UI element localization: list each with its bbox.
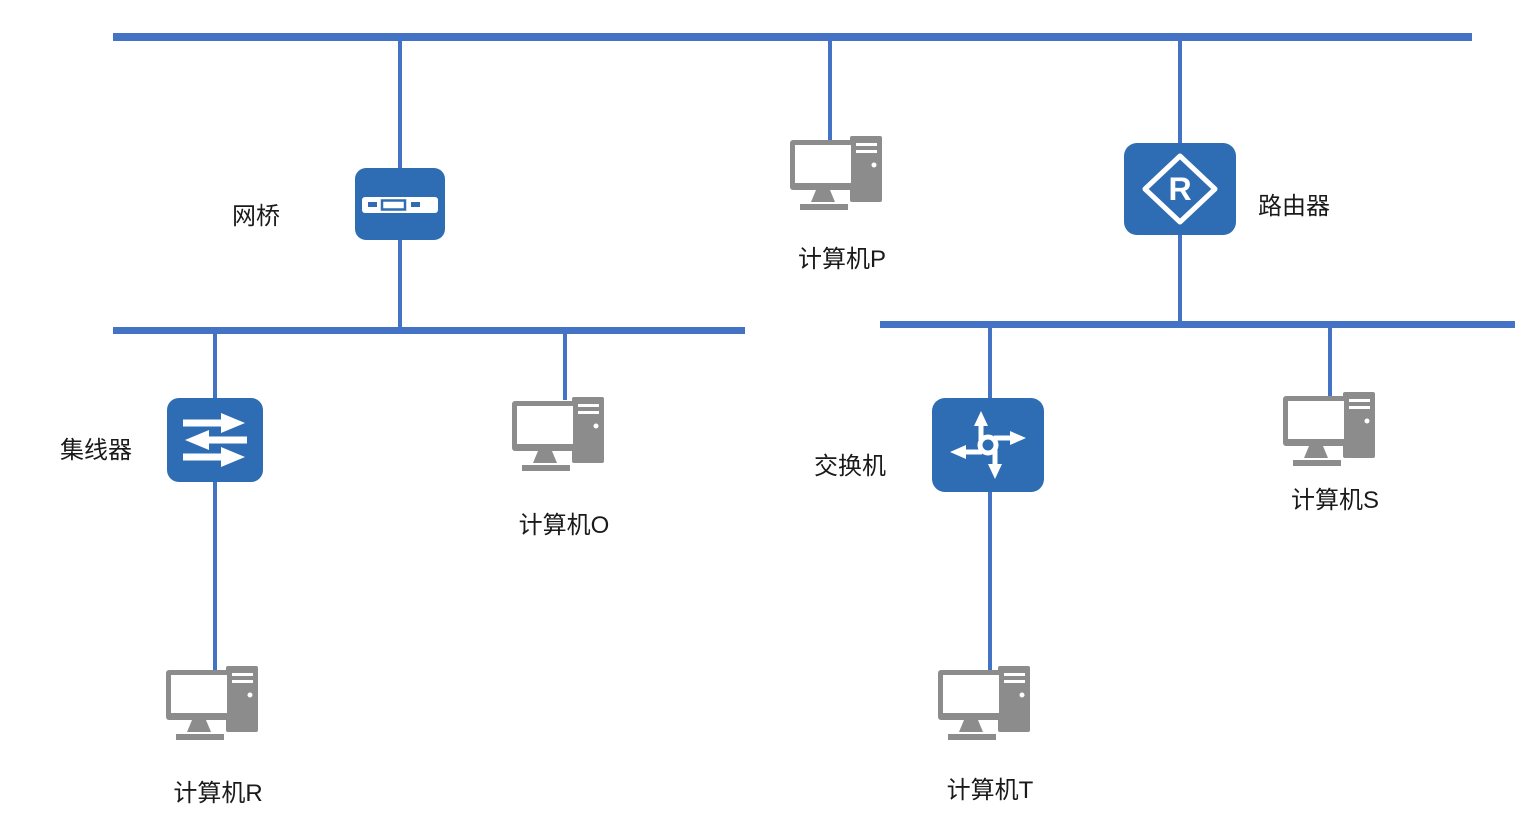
computer-p-label: 计算机P [797,246,886,273]
hub-label: 集线器 [60,437,132,464]
router-letter: R [1168,171,1191,207]
link-leftbus-hub [213,332,217,402]
computer-r-icon [166,666,270,746]
computer-o-icon [512,397,616,477]
link-leftbus-computer-o [563,332,567,400]
computer-s-icon [1283,392,1387,472]
right-bus-line [880,321,1515,328]
switch-icon [932,398,1044,492]
link-switch-computer-t [988,488,992,670]
computer-r-label: 计算机R [173,780,263,807]
hub-icon [167,398,263,482]
top-bus-line [113,33,1472,41]
computer-t-icon [938,666,1042,746]
link-topbus-bridge [398,36,402,170]
computer-t-label: 计算机T [946,777,1034,804]
bridge-label: 网桥 [232,203,280,230]
router-icon: R [1124,143,1236,235]
computer-s-label: 计算机S [1290,487,1379,514]
bridge-icon [355,168,445,240]
left-bus-line [113,327,745,334]
link-rightbus-computer-s [1328,326,1332,396]
link-rightbus-switch [988,326,992,402]
computer-p-icon [790,136,894,216]
switch-label: 交换机 [814,453,886,480]
link-topbus-computer-p [828,36,832,142]
link-router-rightbus [1178,233,1182,325]
link-bridge-leftbus [398,238,402,330]
link-topbus-router [1178,36,1182,148]
link-hub-computer-r [213,478,217,670]
computer-o-label: 计算机O [518,512,610,539]
router-label: 路由器 [1258,193,1330,220]
